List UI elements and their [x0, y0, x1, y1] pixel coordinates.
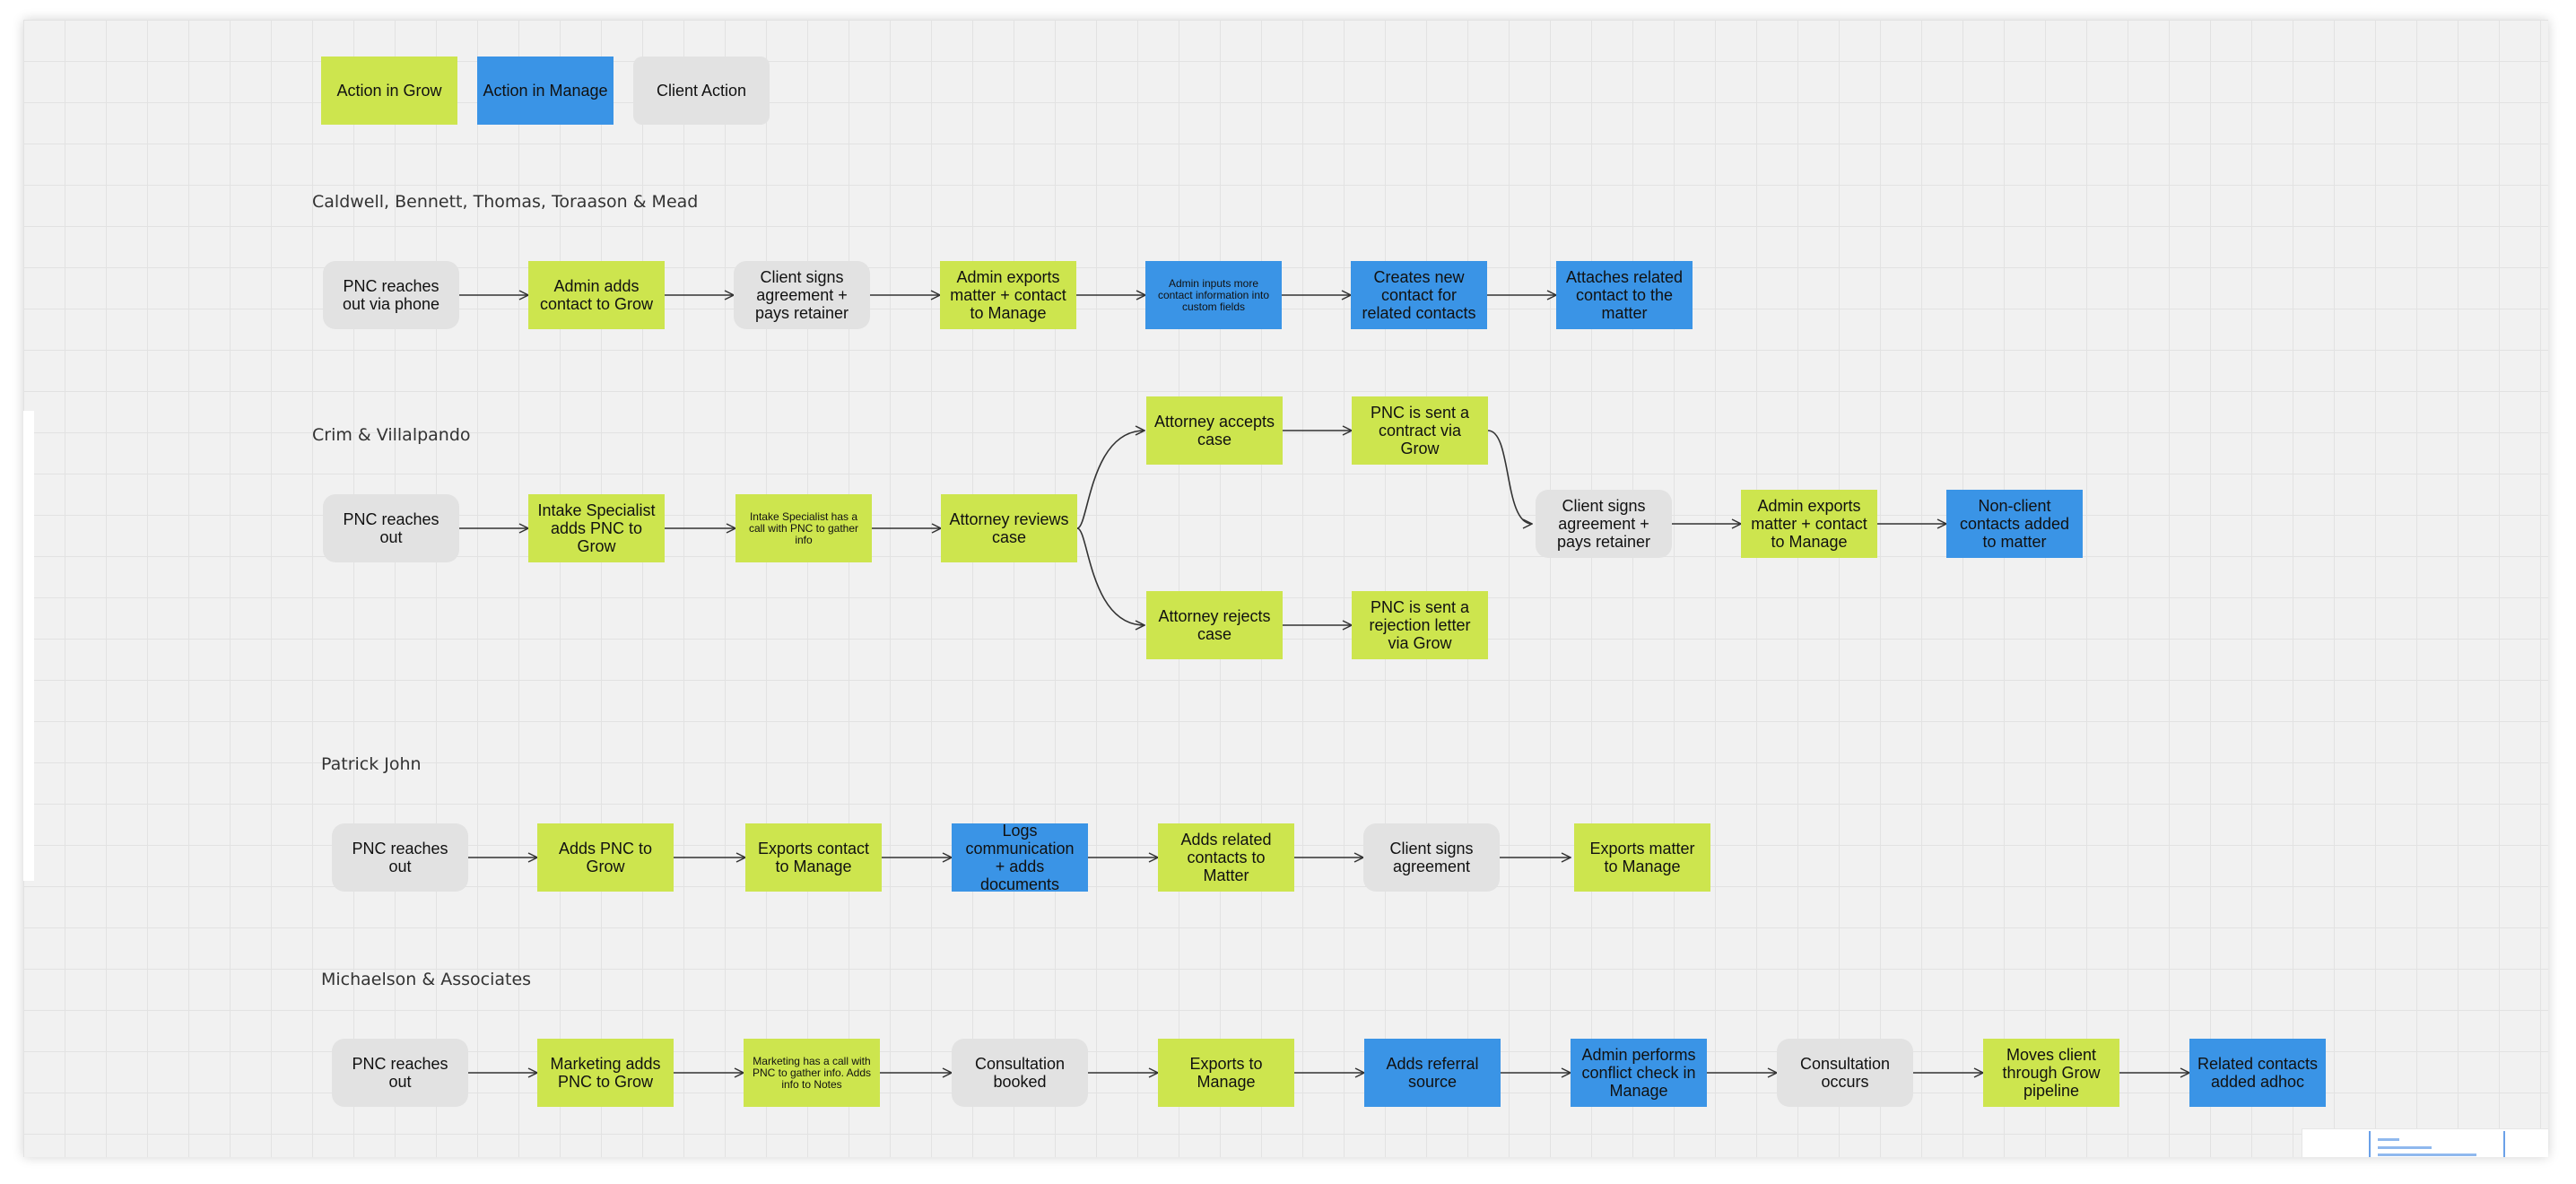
- michaelson-step-6[interactable]: Adds referral source: [1364, 1039, 1501, 1107]
- patrick-step-3[interactable]: Exports contact to Manage: [745, 823, 882, 892]
- caldwell-step-4[interactable]: Admin exports matter + contact to Manage: [940, 261, 1076, 329]
- minimap-shape: [2378, 1146, 2432, 1149]
- connector: [1487, 430, 1532, 524]
- side-panel-handle[interactable]: [23, 411, 34, 881]
- crim-step-2[interactable]: Intake Specialist adds PNC to Grow: [528, 494, 665, 562]
- connector: [1076, 527, 1144, 625]
- michaelson-step-3[interactable]: Marketing has a call with PNC to gather …: [744, 1039, 880, 1107]
- michaelson-step-9[interactable]: Moves client through Grow pipeline: [1983, 1039, 2119, 1107]
- section-title-michaelson[interactable]: Michaelson & Associates: [321, 970, 532, 989]
- caldwell-step-6[interactable]: Creates new contact for related contacts: [1351, 261, 1487, 329]
- crim-step-nonclient[interactable]: Non-client contacts added to matter: [1946, 490, 2083, 558]
- patrick-step-2[interactable]: Adds PNC to Grow: [537, 823, 674, 892]
- michaelson-step-4[interactable]: Consultation booked: [952, 1039, 1088, 1107]
- crim-step-accept[interactable]: Attorney accepts case: [1146, 396, 1283, 465]
- minimap-viewport[interactable]: [2369, 1131, 2505, 1157]
- connector-layer: [459, 20, 2548, 1157]
- minimap-shape: [2378, 1138, 2399, 1141]
- minimap-shape: [2378, 1154, 2476, 1156]
- caldwell-step-3[interactable]: Client signs agreement + pays retainer: [734, 261, 870, 329]
- legend-action-in-manage[interactable]: Action in Manage: [477, 57, 614, 125]
- patrick-step-7[interactable]: Exports matter to Manage: [1574, 823, 1710, 892]
- minimap[interactable]: [2302, 1128, 2548, 1157]
- patrick-step-5[interactable]: Adds related contacts to Matter: [1158, 823, 1294, 892]
- caldwell-step-1[interactable]: PNC reaches out via phone: [323, 261, 459, 329]
- section-title-patrick[interactable]: Patrick John: [321, 754, 422, 774]
- crim-step-3[interactable]: Intake Specialist has a call with PNC to…: [735, 494, 872, 562]
- section-title-caldwell[interactable]: Caldwell, Bennett, Thomas, Toraason & Me…: [312, 192, 699, 212]
- michaelson-step-7[interactable]: Admin performs conflict check in Manage: [1571, 1039, 1707, 1107]
- michaelson-step-1[interactable]: PNC reaches out: [332, 1039, 468, 1107]
- whiteboard-canvas[interactable]: Action in Grow Action in Manage Client A…: [23, 20, 2548, 1157]
- crim-step-1[interactable]: PNC reaches out: [323, 494, 459, 562]
- patrick-step-4[interactable]: Logs communication + adds documents: [952, 822, 1088, 893]
- caldwell-step-7[interactable]: Attaches related contact to the matter: [1556, 261, 1693, 329]
- michaelson-step-10[interactable]: Related contacts added adhoc: [2189, 1039, 2326, 1107]
- michaelson-step-2[interactable]: Marketing adds PNC to Grow: [537, 1039, 674, 1107]
- caldwell-step-5[interactable]: Admin inputs more contact information in…: [1145, 261, 1282, 329]
- crim-step-signs[interactable]: Client signs agreement + pays retainer: [1536, 490, 1672, 558]
- crim-step-4[interactable]: Attorney reviews case: [941, 494, 1077, 562]
- crim-step-rejection-letter[interactable]: PNC is sent a rejection letter via Grow: [1352, 591, 1488, 659]
- patrick-step-6[interactable]: Client signs agreement: [1363, 823, 1500, 892]
- legend-action-in-grow[interactable]: Action in Grow: [321, 57, 457, 125]
- patrick-step-1[interactable]: PNC reaches out: [332, 823, 468, 892]
- connector: [1076, 431, 1144, 529]
- caldwell-step-2[interactable]: Admin adds contact to Grow: [528, 261, 665, 329]
- crim-step-contract[interactable]: PNC is sent a contract via Grow: [1352, 396, 1488, 465]
- crim-step-export[interactable]: Admin exports matter + contact to Manage: [1741, 490, 1877, 558]
- legend-client-action[interactable]: Client Action: [633, 57, 770, 125]
- crim-step-reject[interactable]: Attorney rejects case: [1146, 591, 1283, 659]
- section-title-crim[interactable]: Crim & Villalpando: [312, 425, 471, 445]
- michaelson-step-8[interactable]: Consultation occurs: [1777, 1039, 1913, 1107]
- michaelson-step-5[interactable]: Exports to Manage: [1158, 1039, 1294, 1107]
